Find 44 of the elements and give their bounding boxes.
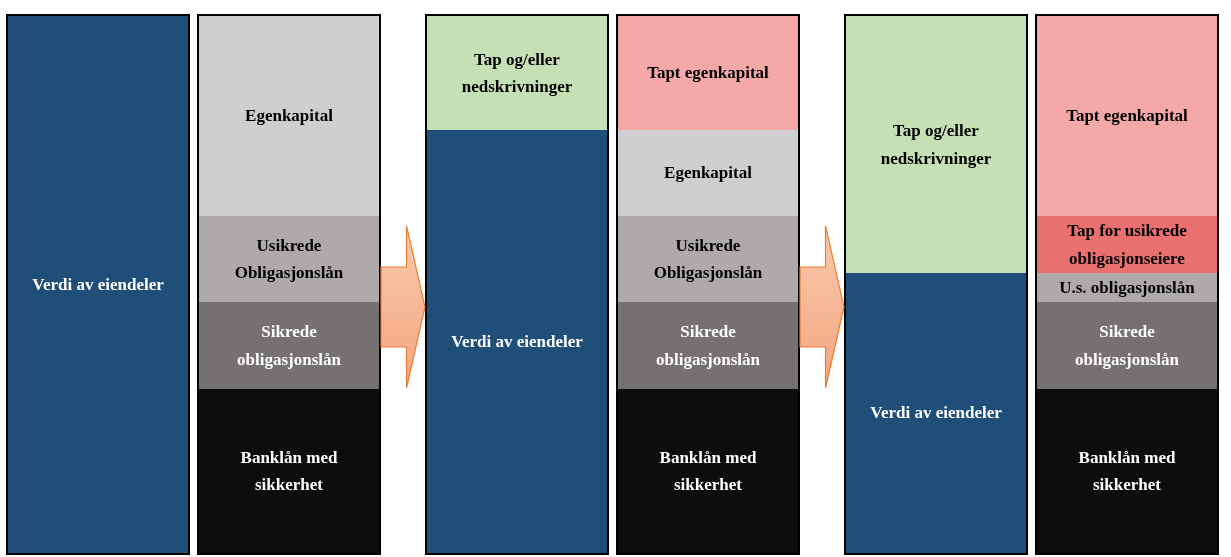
segment-label: Egenkapital	[663, 162, 753, 185]
bar-segment	[846, 16, 1026, 273]
bar-segment	[1037, 389, 1217, 553]
bar-segment	[199, 389, 379, 553]
bar-segment	[618, 130, 798, 216]
bar-column	[1035, 14, 1219, 555]
bar-column	[616, 14, 800, 555]
block-arrow	[799, 225, 845, 389]
segment-label: Banklån med sikkerhet	[658, 446, 758, 496]
segment-label: Verdi av eiendeler	[450, 330, 584, 353]
segment-label: Tap og/eller nedskrivninger	[879, 120, 993, 170]
bar-segment	[618, 389, 798, 553]
bar-segment	[427, 130, 607, 553]
bar-segment	[1037, 302, 1217, 389]
segment-label: Tapt egenkapital	[646, 62, 770, 85]
segment-label: Tap for usikrede obligasjonseiere	[1066, 220, 1188, 270]
segment-label: Verdi av eiendeler	[869, 402, 1003, 425]
segment-label: Tap og/eller nedskrivninger	[460, 48, 574, 98]
segment-label: Banklån med sikkerhet	[1077, 446, 1177, 496]
segment-label: Banklån med sikkerhet	[239, 446, 339, 496]
segment-label: U.s. obligasjonslån	[1058, 276, 1196, 299]
segment-label: Sikrede obligasjonslån	[655, 321, 761, 371]
bar-segment	[199, 216, 379, 302]
bar-segment	[1037, 16, 1217, 216]
bar-segment	[846, 273, 1026, 553]
bar-segment	[199, 302, 379, 389]
bar-segment	[618, 216, 798, 302]
bar-segment	[1037, 273, 1217, 302]
block-arrow	[380, 225, 426, 389]
segment-label: Egenkapital	[244, 105, 334, 128]
bar-segment	[199, 16, 379, 216]
bar-column	[425, 14, 609, 555]
bar-segment	[618, 16, 798, 130]
bar-segment	[618, 302, 798, 389]
segment-label: Sikrede obligasjonslån	[236, 321, 342, 371]
segment-label: Sikrede obligasjonslån	[1074, 321, 1180, 371]
segment-label: Usikrede Obligasjonslån	[652, 234, 764, 284]
bar-column	[844, 14, 1028, 555]
bar-column	[197, 14, 381, 555]
bar-segment	[427, 16, 607, 130]
segment-label: Usikrede Obligasjonslån	[233, 234, 345, 284]
bar-segment	[1037, 216, 1217, 273]
segment-label: Tapt egenkapital	[1065, 105, 1189, 128]
segment-label: Verdi av eiendeler	[31, 273, 165, 296]
